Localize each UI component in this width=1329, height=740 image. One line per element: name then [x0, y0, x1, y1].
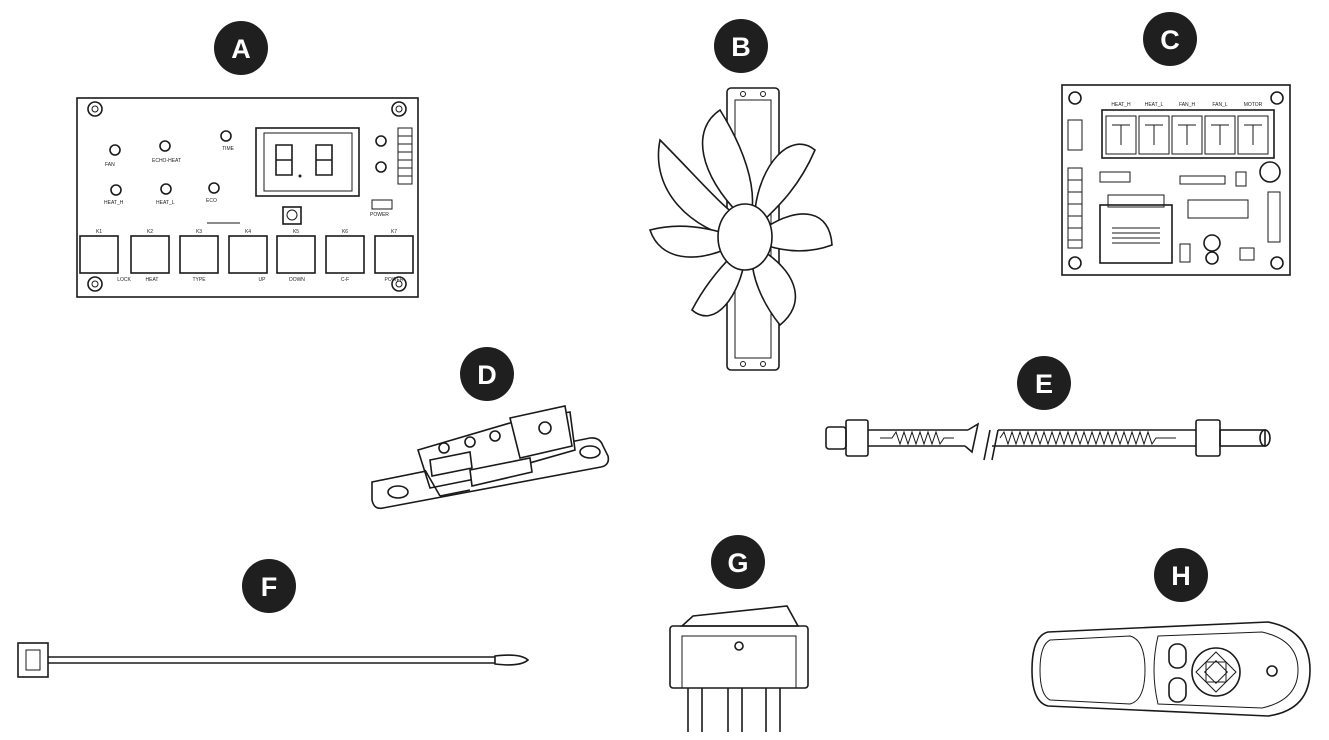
badge-c: C [1143, 12, 1197, 66]
led-label-heat-l: HEAT_L [156, 200, 175, 206]
badge-a: A [214, 21, 268, 75]
badge-e: E [1017, 356, 1071, 410]
key-id-k2: K2 [147, 229, 153, 235]
key-id-k7: K7 [391, 229, 397, 235]
led-label-time: TIME [222, 146, 235, 152]
key-label-up: UP [259, 277, 267, 283]
badge-e-label: E [1035, 369, 1053, 399]
key-id-k4: K4 [245, 229, 251, 235]
badge-g: G [711, 535, 765, 589]
badge-d-label: D [477, 360, 497, 390]
led-label-power: POWER [370, 212, 389, 218]
key-id-k3: K3 [196, 229, 202, 235]
led-label-echo-heat: ECHO-HEAT [152, 158, 181, 164]
control-board-a: FAN ECHO-HEAT TIME HEAT_H HEAT_L ECO POW… [76, 97, 419, 298]
key-label-type: TYPE [192, 277, 206, 283]
key-label-down: DOWN [289, 277, 305, 283]
key-label-lock: LOCK [117, 277, 131, 283]
heating-element-e [825, 419, 1271, 461]
led-label-eco: ECO [206, 198, 217, 204]
badge-b: B [714, 19, 768, 73]
relay-label-motor: MOTOR [1244, 102, 1263, 108]
led-label-fan: FAN [105, 162, 115, 168]
badge-h-label: H [1171, 561, 1191, 591]
power-board-c: HEAT_H HEAT_L FAN_H FAN_L MOTOR [1061, 84, 1291, 276]
led-label-heat-h: HEAT_H [104, 200, 124, 206]
badge-c-label: C [1160, 25, 1180, 55]
relay-label-fan-h: FAN_H [1179, 102, 1196, 108]
relay-label-heat-h: HEAT_H [1111, 102, 1131, 108]
badge-f-label: F [261, 572, 278, 602]
key-id-k5: K5 [293, 229, 299, 235]
badge-f: F [242, 559, 296, 613]
key-id-k1: K1 [96, 229, 102, 235]
fan-b [648, 87, 833, 371]
badge-a-label: A [231, 34, 251, 64]
badge-d: D [460, 347, 514, 401]
rocker-switch-g [669, 605, 809, 732]
remote-control-h [1031, 621, 1311, 717]
key-label-c-f: C-F [341, 277, 349, 283]
badge-g-label: G [727, 548, 748, 578]
key-label-heat: HEAT [146, 277, 159, 283]
temperature-sensor-f [17, 642, 530, 678]
relay-label-heat-l: HEAT_L [1145, 102, 1164, 108]
badge-b-label: B [731, 32, 751, 62]
thermostat-d [371, 405, 610, 510]
relay-label-fan-l: FAN_L [1212, 102, 1228, 108]
key-label-power: POWER [385, 277, 404, 283]
badge-h: H [1154, 548, 1208, 602]
key-id-k6: K6 [342, 229, 348, 235]
